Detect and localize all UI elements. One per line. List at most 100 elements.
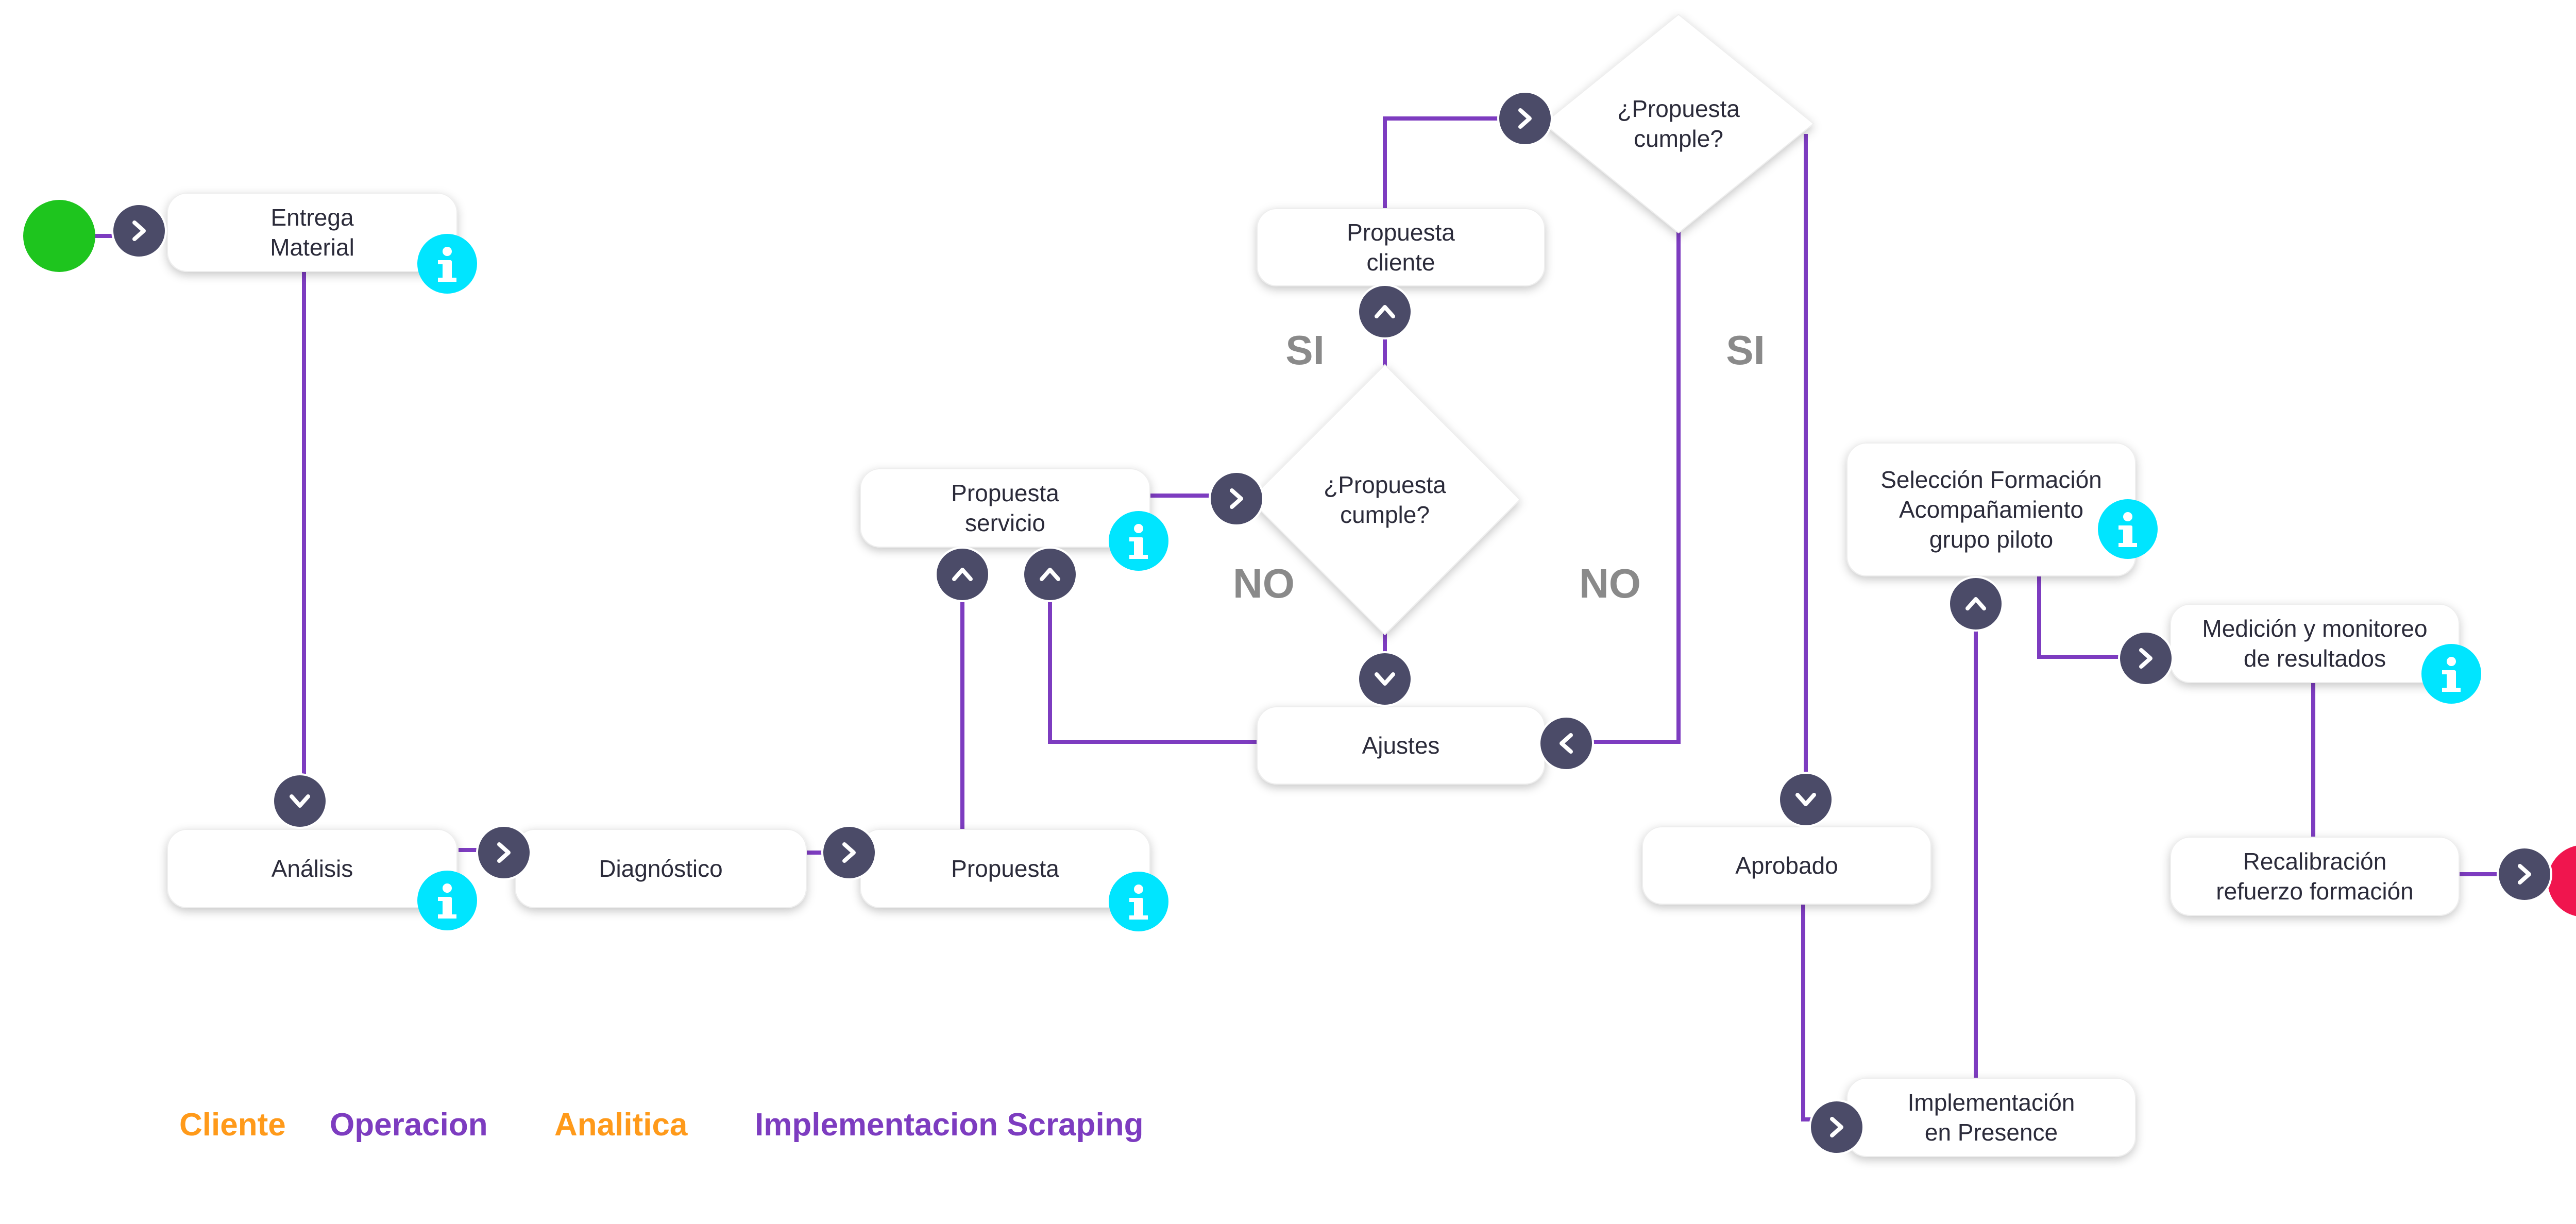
node-decision2[interactable]: ¿Propuesta cumple? [1543,14,1814,233]
connector-ajustes-down[interactable] [1357,651,1413,707]
connector-circle [1778,772,1834,827]
node-box [167,829,457,908]
node-label: Selección Formación [1880,466,2102,493]
chevron-down-icon [1795,793,1816,806]
chevron-up-icon [952,568,973,581]
node-label: servicio [965,509,1045,536]
info-serif [1129,537,1139,541]
connector-propuesta[interactable] [821,825,877,880]
info-seleccion-icon[interactable] [2098,499,2158,559]
chevron-right-icon [1830,1117,1843,1137]
chevron-down-icon [1375,672,1395,686]
connector-circle [2497,846,2552,902]
node-label: refuerzo formación [2216,878,2414,905]
edge-ajustes-servicio [1048,572,1257,744]
edge-cliente-decision2 [1383,116,1525,209]
node-recalibracion[interactable]: Recalibración refuerzo formación [2170,837,2460,916]
node-label: Análisis [272,855,353,882]
info-dot [2447,657,2456,666]
node-box [1257,208,1545,286]
end-circle [2548,845,2576,916]
legend-operacion: Operacion [330,1107,488,1143]
info-base [438,914,456,919]
node-label: Material [270,234,354,261]
info-dot [443,883,452,893]
info-dot [443,247,452,256]
info-medicion-icon[interactable] [2421,644,2481,704]
chevron-right-icon [1518,108,1532,129]
branch-label-si-right: SI [1726,327,1765,373]
connector-end[interactable] [2497,846,2552,902]
connector-seleccion-up[interactable] [1948,576,2004,632]
node-label: Propuesta [951,855,1059,882]
info-serif [438,897,447,901]
connectors [111,91,2552,1155]
connector-circle [1538,716,1594,771]
info-serif [2119,525,2128,530]
connector-cliente-up[interactable] [1357,284,1413,339]
chevron-right-icon [1230,488,1243,509]
legend-analitica: Analitica [554,1107,688,1143]
connector-circle [1357,284,1413,339]
node-label: ¿Propuesta [1617,95,1740,122]
chevron-up-icon [1965,597,1986,610]
chevron-right-icon [2518,864,2531,885]
connector-aprobado-down[interactable] [1778,772,1834,827]
chevron-right-icon [842,842,856,863]
connector-implementacion[interactable] [1809,1099,1865,1155]
node-label: cumple? [1340,501,1430,528]
node-label: grupo piloto [1929,526,2053,553]
node-label: Propuesta [951,480,1059,506]
info-entrega-icon[interactable] [417,234,477,294]
legend: Cliente Operacion Analitica Implementaci… [179,1107,1144,1143]
node-label: Aprobado [1735,852,1838,879]
node-propuesta-servicio[interactable]: Propuesta servicio [860,468,1150,548]
node-propuesta[interactable]: Propuesta [860,829,1150,908]
info-analisis-icon[interactable] [417,871,477,930]
connector-servicio-up-left[interactable] [935,547,990,602]
chevron-down-icon [290,794,310,808]
node-label: Acompañamiento [1899,496,2083,523]
start-circle [23,200,95,272]
info-propuesta-icon[interactable] [1109,872,1168,931]
info-servicio-icon[interactable] [1109,511,1168,571]
connector-ajustes-left[interactable] [1538,716,1594,771]
info-base [2442,688,2461,692]
connector-medicion[interactable] [2118,631,2174,686]
node-label: cliente [1367,249,1435,276]
node-aprobado[interactable]: Aprobado [1642,826,1931,905]
node-label: Recalibración [2243,848,2387,875]
node-label: Diagnóstico [599,855,722,882]
branch-label-si-left: SI [1285,327,1325,373]
connector-decision1[interactable] [1209,471,1264,526]
branch-label-no-left: NO [1233,560,1295,606]
connector-servicio-up-right[interactable] [1022,547,1078,602]
connector-circle [1809,1099,1865,1155]
connector-decision2[interactable] [1497,91,1553,146]
connector-analisis[interactable] [272,773,328,829]
decision-diamond [1543,14,1814,233]
node-diagnostico[interactable]: Diagnóstico [515,829,807,908]
info-base [2119,543,2137,547]
node-label: cumple? [1634,125,1723,152]
connector-circle [935,547,990,602]
info-serif [2442,670,2451,674]
edge-aprobado-implementacion [1801,899,1837,1121]
connector-entrega[interactable] [111,203,167,259]
node-box [167,193,457,272]
node-label: en Presence [1925,1119,2058,1146]
node-analisis[interactable]: Análisis [167,829,457,908]
connector-diagnostico[interactable] [476,825,532,880]
edge-seleccion-medicion [2037,574,2146,659]
node-box [2170,837,2460,916]
connector-circle [272,773,328,829]
node-ajustes[interactable]: Ajustes [1257,706,1545,785]
